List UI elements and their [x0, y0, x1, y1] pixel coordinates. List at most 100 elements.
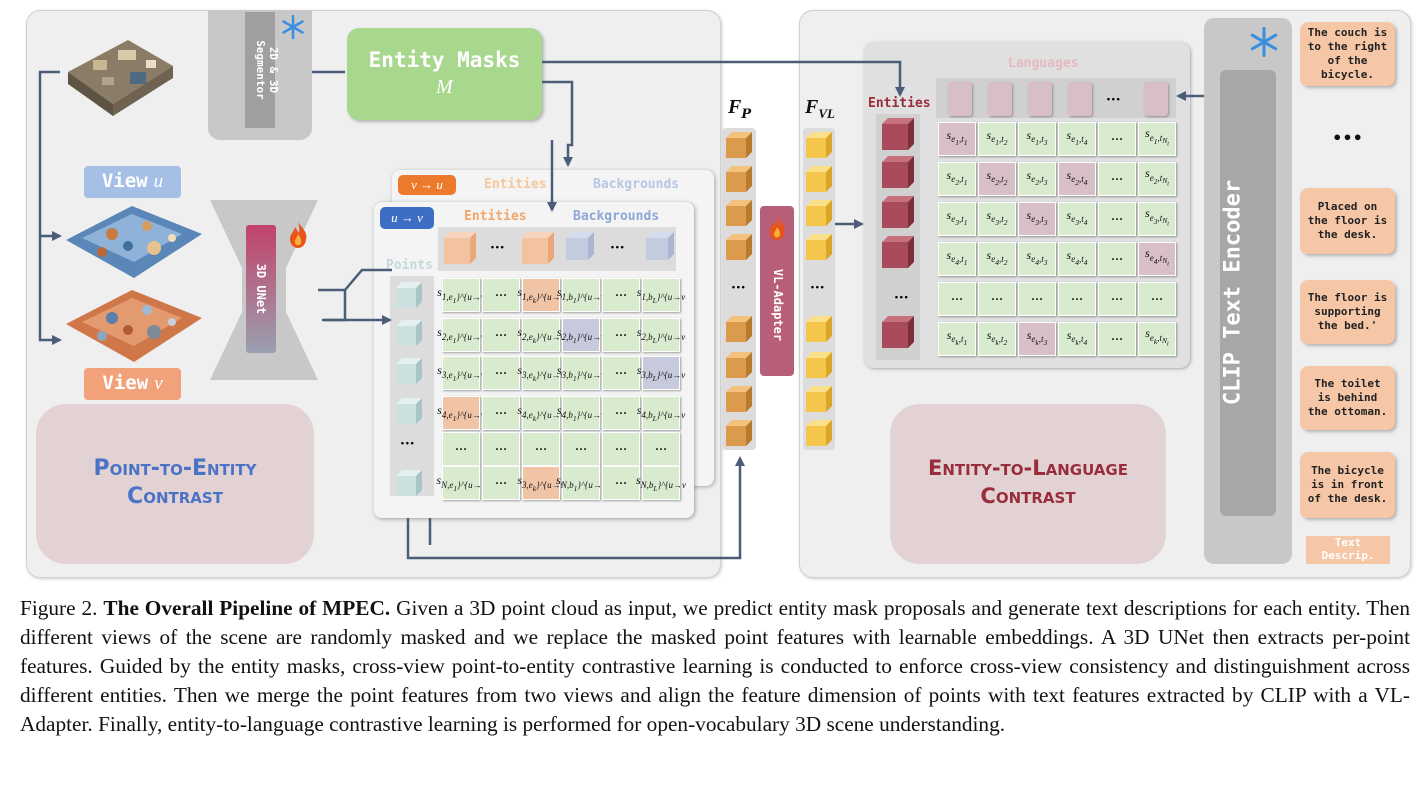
p2e-cell: ···: [522, 432, 560, 466]
segmentor-inner: [245, 12, 275, 128]
p2e-cell-text: s4,b1}^{u→v: [556, 403, 606, 423]
e2l-cell-text: sek,tNt: [1145, 326, 1169, 348]
clip-inner: [1220, 70, 1276, 516]
e2l-cell-text: se3,tNt: [1145, 206, 1169, 228]
figure-caption: Figure 2. The Overall Pipeline of MPEC. …: [20, 594, 1410, 739]
fvl-cube: [806, 166, 832, 192]
unet-label: 3D UNet: [254, 263, 268, 315]
e2l-cell-text: sek,t2: [986, 327, 1008, 348]
e2l-cell-text: se4,t2: [986, 247, 1008, 268]
p2e-cell: ···: [602, 278, 640, 312]
p2e-cell: ···: [482, 278, 520, 312]
p2e-cell: s3,b1}^{u→v: [557, 356, 605, 390]
lang-row-bg: [936, 78, 1176, 118]
header-row-bg: [438, 227, 676, 271]
view-u-label-box: [84, 166, 181, 198]
front-backgrounds-label: Backgrounds: [573, 209, 660, 224]
view-u-label: View u: [84, 170, 181, 193]
e2l-cell: ···: [1098, 162, 1136, 196]
e2l-cell: se3,t3: [1018, 202, 1056, 236]
view-v-word: View: [102, 372, 149, 394]
fvl-sub: VL: [818, 106, 835, 121]
p2e-cell: s4,e1}^{u→v: [437, 396, 485, 430]
e2l-cell: se4,t3: [1018, 242, 1056, 276]
e2l-cell: ···: [1098, 282, 1136, 316]
language-token: [988, 82, 1012, 116]
p2e-cell: ···: [602, 466, 640, 500]
e2l-cell-text: se4,t3: [1026, 247, 1048, 268]
fp-cube: [726, 132, 752, 158]
background-cube-1: [566, 232, 594, 260]
unet-bar: [246, 225, 276, 353]
p2e-cell-text: s4,e1}^{u→v: [437, 403, 485, 423]
point-cube: [396, 470, 422, 496]
e2l-cell-text: se1,tNt: [1145, 126, 1169, 148]
fvl-cube: [806, 420, 832, 446]
fire-icon-unet: [290, 222, 307, 248]
e2l-contrast-line2: Contrast: [980, 484, 1076, 508]
languages-label: Languages: [1008, 56, 1079, 71]
entity-masks-title: Entity Masks: [368, 48, 521, 72]
p2e-cell: ···: [602, 396, 640, 430]
e2l-cell: sek,tNt: [1138, 322, 1176, 356]
entity-feature-ellipsis: ···: [894, 290, 909, 306]
fp-cube: [726, 386, 752, 412]
fvl-cube: [806, 132, 832, 158]
e2l-cell: se2,t1: [938, 162, 976, 196]
p2e-cell: s3,ek}^{u→v: [517, 466, 565, 500]
e2l-cell: ···: [1098, 242, 1136, 276]
language-token: [1068, 82, 1092, 116]
p2e-cell: ···: [482, 356, 520, 390]
fp-cube: [726, 420, 752, 446]
e2l-cell-text: se4,t1: [946, 247, 968, 268]
e2l-cell-text: sek,t4: [1066, 327, 1088, 348]
e2l-cell: se3,t4: [1058, 202, 1096, 236]
e2l-contrast-line1: Entity-to-Language: [928, 456, 1128, 480]
vl-adapter-label: VL-Adapter: [771, 268, 785, 342]
p2e-cell: ···: [482, 466, 520, 500]
p2e-cell: s4,ek}^{u→v: [517, 396, 565, 430]
p2e-cell-text: s1,b1}^{u→v: [556, 285, 606, 305]
entity-feature-cube: [882, 316, 914, 348]
snowflake-icon-clip: [1250, 26, 1278, 58]
p2e-cell-text: sN,b1}^{u→v: [556, 473, 606, 493]
e2l-cell-text: se3,t3: [1026, 207, 1048, 228]
p2e-cell: ···: [562, 432, 600, 466]
p2e-cell-text: s2,ek}^{u→v: [517, 325, 565, 345]
point-cube: [396, 398, 422, 424]
e2l-cell-text: se4,t4: [1066, 247, 1088, 268]
e2l-cell: se1,t2: [978, 122, 1016, 156]
description-box-3: The floor is supporting the bed.': [1300, 280, 1395, 344]
e2l-cell-text: sek,t3: [1026, 327, 1048, 348]
e2l-contrast-box: [890, 404, 1166, 564]
point-cube: [396, 358, 422, 384]
e2l-cell: se3,t2: [978, 202, 1016, 236]
e2l-cell: se2,t2: [978, 162, 1016, 196]
fp-cube: [726, 316, 752, 342]
p2e-cell: s4,bL}^{u→v: [637, 396, 685, 430]
entities-red-label: Entities: [868, 96, 931, 111]
pipeline-figure: 2D & 3D Segmentor Entity Masks M View u …: [26, 10, 1411, 578]
language-token: [1028, 82, 1052, 116]
view-v-label: View v: [84, 372, 181, 395]
e2l-cell: ···: [1098, 202, 1136, 236]
description-box-4: The toilet is behind the ottoman.: [1300, 366, 1395, 430]
point-cube: [396, 320, 422, 346]
p2e-cell-text: s2,bL}^{u→v: [636, 325, 686, 345]
fvl-cube: [806, 386, 832, 412]
point-cube: [396, 282, 422, 308]
language-ellipsis: ···: [1106, 92, 1121, 108]
entity-cube-1: [444, 232, 476, 264]
view-v-label-box: [84, 368, 181, 400]
p2e-cell: ···: [602, 356, 640, 390]
p2e-cell-text: s4,bL}^{u→v: [636, 403, 686, 423]
e2l-cell: se4,tNt: [1138, 242, 1176, 276]
view-v-point-cloud: [66, 290, 202, 362]
p2e-cell: s2,ek}^{u→v: [517, 318, 565, 352]
fvl-cube: [806, 352, 832, 378]
fp-label: FP: [728, 96, 751, 122]
entity-cube-k: [522, 232, 554, 264]
points-ellipsis: ···: [400, 436, 415, 452]
e2l-cell: ···: [1058, 282, 1096, 316]
p2e-contrast-box: [36, 404, 314, 564]
